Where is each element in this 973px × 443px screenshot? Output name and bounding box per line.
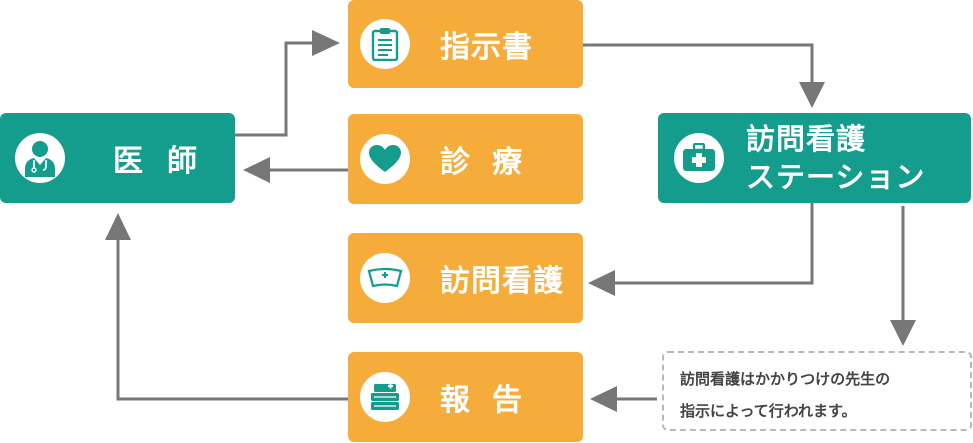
arrowhead-instructions-to-station bbox=[799, 82, 825, 108]
diagnosis-node: 診療 bbox=[348, 114, 583, 204]
arrowhead-note-to-report bbox=[590, 386, 617, 412]
doctor-node: 医師 bbox=[0, 113, 235, 203]
instructions-node: 指示書 bbox=[348, 0, 583, 88]
doctor-icon bbox=[15, 133, 65, 183]
medical-kit-icon bbox=[674, 133, 724, 183]
diagnosis-label: 診療 bbox=[440, 145, 544, 180]
arrowhead-station-to-note bbox=[890, 320, 916, 346]
doctor-label: 医師 bbox=[113, 144, 221, 179]
nurse-cap-icon bbox=[360, 253, 410, 303]
station-node: 訪問看護 ステーション bbox=[658, 113, 971, 203]
arrowhead-station-to-visit bbox=[588, 270, 615, 296]
report-node: 報告 bbox=[348, 352, 583, 442]
visit-nursing-label: 訪問看護 bbox=[440, 264, 564, 299]
arrowhead-diagnosis-to-doctor bbox=[243, 157, 270, 183]
note-line2: 指示によって行われます。 bbox=[680, 402, 857, 420]
arrow-instructions-to-station bbox=[583, 43, 814, 90]
visit-nursing-node: 訪問看護 bbox=[348, 233, 583, 323]
report-label: 報告 bbox=[440, 383, 544, 418]
heart-icon bbox=[360, 134, 410, 184]
arrow-station-to-visit bbox=[610, 203, 814, 285]
arrow-doctor-to-instructions bbox=[235, 41, 322, 137]
arrowhead-report-to-doctor bbox=[105, 213, 131, 240]
arrowhead-doctor-to-instructions bbox=[312, 30, 340, 56]
clipboard-icon bbox=[360, 19, 410, 69]
station-label: 訪問看護 ステーション bbox=[746, 120, 925, 196]
station-label-line2: ステーション bbox=[746, 160, 926, 194]
arrow-report-to-doctor bbox=[116, 236, 348, 401]
note-box: 訪問看護はかかりつけの先生の 指示によって行われます。 bbox=[662, 351, 972, 431]
instructions-label: 指示書 bbox=[440, 30, 533, 65]
note-line1: 訪問看護はかかりつけの先生の bbox=[680, 370, 891, 388]
station-label-line1: 訪問看護 bbox=[746, 122, 867, 156]
books-icon bbox=[360, 372, 410, 422]
